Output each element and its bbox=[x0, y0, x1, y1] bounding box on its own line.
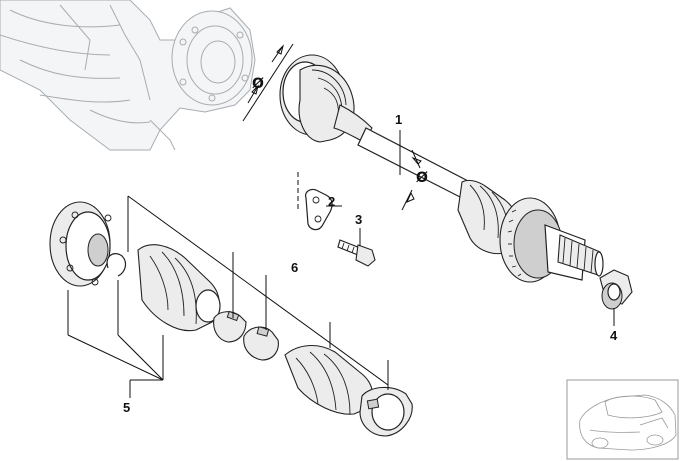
retaining-clip[interactable]: 2 bbox=[297, 172, 342, 231]
rear-axle-housing-background bbox=[0, 0, 256, 151]
diameter-symbol-shaft: Ø bbox=[416, 170, 428, 186]
diameter-dimension-shaft: Ø bbox=[401, 149, 428, 211]
diameter-dimension-inner: Ø bbox=[242, 43, 294, 122]
callout-4[interactable]: 4 bbox=[610, 328, 618, 343]
callout-5[interactable]: 5 bbox=[123, 400, 130, 415]
drive-shaft[interactable] bbox=[279, 54, 604, 283]
callout-6[interactable]: 6 bbox=[291, 260, 298, 275]
bolt[interactable]: 3 bbox=[337, 212, 376, 267]
callout-2[interactable]: 2 bbox=[328, 194, 335, 209]
boot-repair-kit[interactable]: 6 bbox=[127, 195, 413, 437]
diameter-symbol-inner: Ø bbox=[252, 76, 264, 92]
collar-nut[interactable]: 4 bbox=[599, 269, 633, 343]
svg-text:1: 1 bbox=[395, 112, 402, 127]
abs-tooth-ring bbox=[507, 209, 522, 277]
callout-3[interactable]: 3 bbox=[355, 212, 362, 227]
callout-1[interactable]: 1 bbox=[395, 112, 402, 175]
joint-repair-kit[interactable]: 5 bbox=[49, 201, 247, 415]
vehicle-locator-inset bbox=[566, 379, 679, 460]
